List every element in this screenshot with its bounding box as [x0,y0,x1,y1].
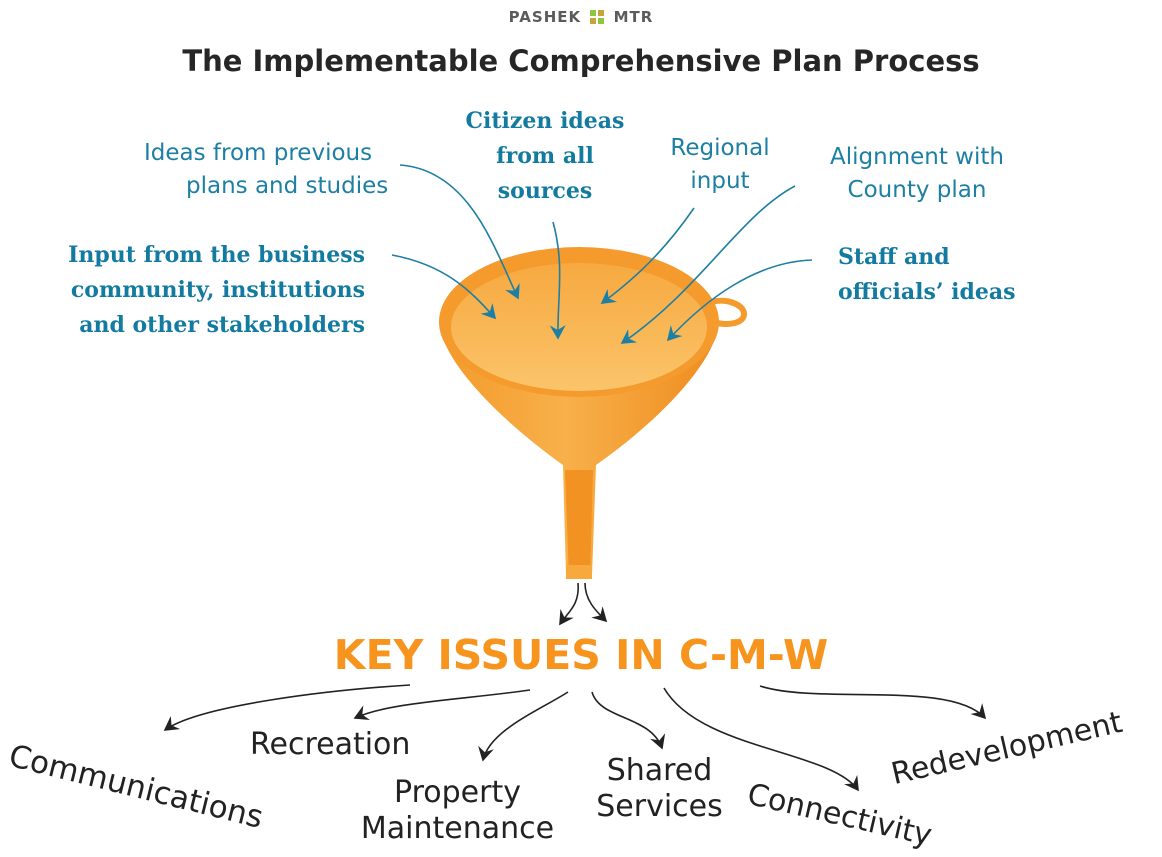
issue-shared-line1: Shared [606,753,713,788]
arrow-communications [163,684,411,731]
label-county-line1: Alignment with [830,144,1004,170]
page-title: The Implementable Comprehensive Plan Pro… [182,44,980,78]
issue-shared-line2: Services [596,789,723,824]
logo-mark-icon [590,10,605,24]
label-citizen-line1: Citizen ideas [465,108,625,134]
label-county-alignment: Alignment with County plan [812,141,1022,207]
logo-text-right: MTR [613,8,654,26]
arrow-redevelopment [759,685,987,720]
issue-property-maintenance: Property Maintenance [355,775,560,847]
label-staff-line2: officials’ ideas [838,279,1016,305]
arrow-county [620,185,796,344]
arrow-recreation [353,689,531,720]
label-business-line3: and other stakeholders [79,312,365,338]
label-regional-line2: input [690,168,750,194]
arrow-business [391,254,497,320]
label-citizen-line3: sources [497,178,593,204]
label-county-line2: County plan [847,177,987,203]
label-citizen-line2: from all [496,143,594,169]
label-staff-line1: Staff and [838,244,950,270]
label-previous-plans: Ideas from previous plans and studies [144,137,388,203]
arrow-funnel-left [559,582,579,626]
label-business-line1: Input from the business [68,242,365,268]
company-logo: PASHEK MTR [0,8,1162,26]
label-previous-plans-line2: plans and studies [186,173,389,199]
arrow-staff [666,259,813,342]
arrow-shared [591,691,666,750]
arrow-previous-plans [399,164,520,300]
arrow-funnel-right [584,582,608,623]
arrow-property [478,691,569,762]
issue-property-line1: Property [394,775,521,810]
arrow-citizen [549,221,566,340]
label-previous-plans-line1: Ideas from previous [144,140,373,166]
label-regional-line1: Regional [670,135,770,161]
issue-shared-services: Shared Services [592,753,727,825]
issue-property-line2: Maintenance [360,811,555,846]
funnel-icon [439,247,748,579]
logo-text-left: PASHEK [508,8,582,26]
label-regional-input: Regional input [655,132,785,198]
label-citizen-ideas: Citizen ideas from all sources [450,104,640,209]
issue-recreation: Recreation [250,727,411,762]
arrow-regional [600,207,695,304]
label-staff-ideas: Staff and officials’ ideas [838,240,1016,310]
label-business-input: Input from the business community, insti… [20,238,365,343]
key-issues-heading: KEY ISSUES IN C-M-W [333,631,829,679]
label-business-line2: community, institutions [70,277,365,303]
arrow-connectivity [663,687,859,792]
